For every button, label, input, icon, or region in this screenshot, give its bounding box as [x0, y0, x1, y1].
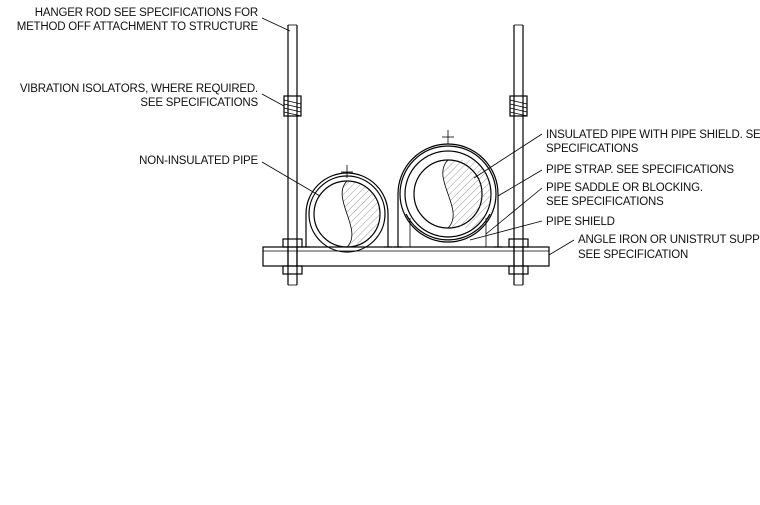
label-pipe-saddle-line-1: PIPE SADDLE OR BLOCKING.	[546, 182, 703, 194]
label-vibration-isolators-line-2: SEE SPECIFICATIONS	[140, 97, 258, 109]
right-vibration-isolator	[509, 95, 528, 117]
label-insulated-pipe-line-2: SPECIFICATIONS	[546, 143, 639, 155]
label-hanger-rod-line-2: METHOD OFF ATTACHMENT TO STRUCTURE	[17, 21, 259, 33]
label-pipe-strap: PIPE STRAP. SEE SPECIFICATIONS	[546, 164, 735, 176]
rod-nuts	[282, 238, 529, 275]
label-non-insulated-pipe: NON-INSULATED PIPE	[139, 155, 259, 167]
label-pipe-strap-line-1: PIPE STRAP. SEE SPECIFICATIONS	[546, 164, 734, 176]
label-hanger-rod-line-1: HANGER ROD SEE SPECIFICATIONS FOR	[35, 7, 258, 19]
label-vibration-isolators: VIBRATION ISOLATORS, WHERE REQUIRED. SEE…	[20, 83, 259, 109]
leader-lines	[261, 17, 575, 256]
label-angle-iron-line-1: ANGLE IRON OR UNISTRUT SUPPORT.	[578, 234, 760, 246]
angle-iron-support	[262, 246, 550, 267]
right-hanger-rod	[513, 24, 524, 286]
label-pipe-saddle: PIPE SADDLE OR BLOCKING. SEE SPECIFICATI…	[546, 182, 703, 208]
label-insulated-pipe-line-1: INSULATED PIPE WITH PIPE SHIELD. SEE	[546, 129, 760, 141]
label-pipe-saddle-line-2: SEE SPECIFICATIONS	[546, 196, 664, 208]
left-vibration-isolator	[283, 95, 302, 117]
label-insulated-pipe: INSULATED PIPE WITH PIPE SHIELD. SEE SPE…	[546, 129, 760, 155]
insulated-pipe	[394, 130, 502, 248]
label-non-insulated-pipe-line-1: NON-INSULATED PIPE	[139, 155, 258, 167]
left-hanger-rod	[287, 24, 298, 286]
label-pipe-shield: PIPE SHIELD	[546, 216, 615, 228]
label-angle-iron: ANGLE IRON OR UNISTRUT SUPPORT. SEE SPEC…	[578, 234, 760, 261]
non-insulated-pipe	[302, 165, 392, 253]
label-hanger-rod: HANGER ROD SEE SPECIFICATIONS FOR METHOD…	[17, 7, 259, 33]
label-vibration-isolators-line-1: VIBRATION ISOLATORS, WHERE REQUIRED.	[20, 83, 258, 95]
label-pipe-shield-line-1: PIPE SHIELD	[546, 216, 615, 228]
label-angle-iron-line-2: SEE SPECIFICATION	[578, 249, 688, 261]
